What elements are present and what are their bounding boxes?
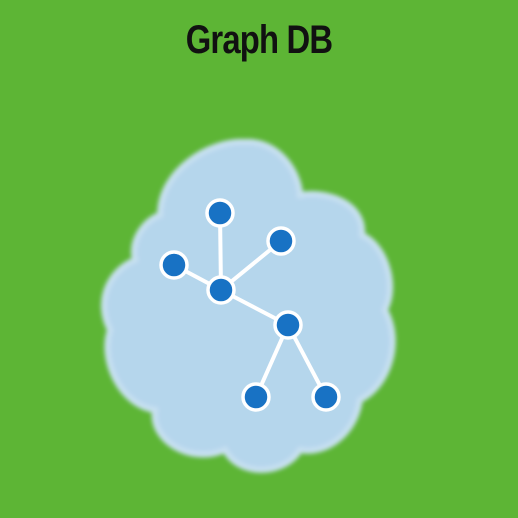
graph-node-center — [206, 275, 236, 305]
graph-node-top — [205, 198, 235, 228]
graph-node-bottom-left — [241, 382, 271, 412]
graph-node-bottom-right — [311, 382, 341, 412]
graph-node-upper-right — [266, 226, 296, 256]
graph-node-left — [159, 250, 189, 280]
page-title: Graph DB — [185, 18, 333, 62]
graph-nodes — [159, 198, 341, 412]
graph-node-mid-right — [273, 310, 303, 340]
